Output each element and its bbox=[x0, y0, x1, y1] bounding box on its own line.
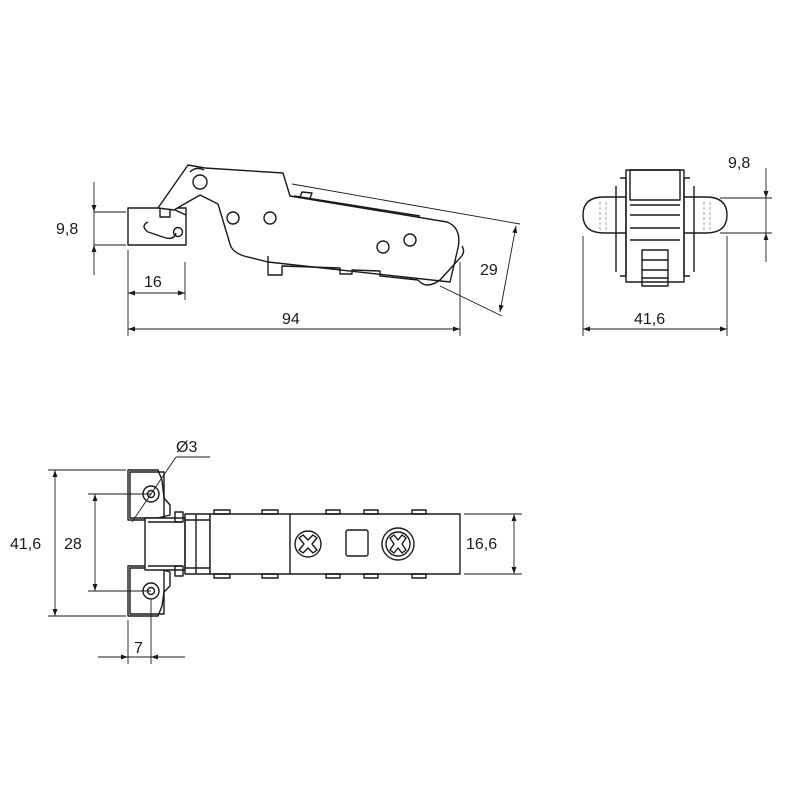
top-arm-width-label: 16,6 bbox=[466, 536, 497, 553]
side-total-length-label: 94 bbox=[282, 311, 300, 328]
front-width-dimension: 41,6 bbox=[582, 236, 728, 336]
side-view-cup bbox=[127, 207, 187, 246]
front-view: 9,8 41,6 bbox=[582, 155, 772, 336]
side-height-label: 9,8 bbox=[56, 221, 78, 238]
top-arm-width-dimension: 16,6 bbox=[464, 513, 522, 575]
side-arm-height-dimension: 29 bbox=[291, 183, 521, 317]
top-total-height-label: 41,6 bbox=[10, 536, 41, 553]
top-offset-dimension: 7 bbox=[98, 600, 185, 664]
front-view-body bbox=[582, 169, 728, 287]
front-thickness-dimension: 9,8 bbox=[720, 155, 772, 262]
front-width-label: 41,6 bbox=[634, 311, 665, 328]
side-arm-height-label: 29 bbox=[480, 262, 498, 279]
top-total-height-dimension: 41,6 bbox=[10, 469, 126, 617]
hole-diameter-label: Ø3 bbox=[176, 439, 197, 456]
hole-diameter-dimension: Ø3 bbox=[131, 439, 210, 523]
side-height-dimension: 9,8 bbox=[56, 182, 126, 275]
side-cup-width-dimension: 16 bbox=[127, 250, 186, 300]
top-view-body bbox=[127, 469, 461, 617]
top-offset-label: 7 bbox=[134, 640, 143, 657]
side-view: 9,8 16 94 29 bbox=[56, 164, 521, 336]
top-hole-spacing-label: 28 bbox=[64, 536, 82, 553]
side-total-length-dimension: 94 bbox=[127, 262, 461, 336]
side-view-arm bbox=[157, 164, 465, 286]
top-hole-spacing-dimension: 28 bbox=[64, 493, 151, 592]
top-view: Ø3 41,6 28 16,6 bbox=[10, 439, 522, 664]
front-thickness-label: 9,8 bbox=[728, 155, 750, 172]
side-cup-width-label: 16 bbox=[144, 274, 162, 291]
